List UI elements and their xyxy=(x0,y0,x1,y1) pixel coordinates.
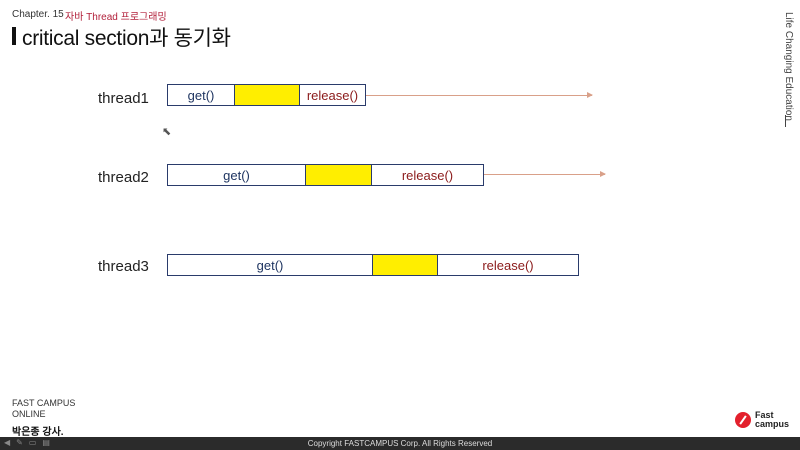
thread1-get: get() xyxy=(187,87,215,103)
thread2-get: get() xyxy=(223,167,250,183)
copyright-bar: Copyright FASTCAMPUS Corp. All Rights Re… xyxy=(0,437,800,450)
thread2-timeline: get() release() xyxy=(167,164,484,186)
title-marker xyxy=(12,27,16,45)
menu-icon[interactable]: ▤ xyxy=(42,438,56,447)
thread2-label: thread2 xyxy=(98,169,149,186)
instructor-name: 박은종 강사. xyxy=(12,427,64,438)
logo-line1: Fast xyxy=(755,410,774,420)
chapter-subtitle: 자바 Thread 프로그래밍 xyxy=(65,12,167,23)
thread2-arrow xyxy=(484,171,606,177)
thread3-label: thread3 xyxy=(98,258,149,275)
side-tagline-text: Life Changing Education xyxy=(783,12,794,121)
chapter-number: Chapter. 15 xyxy=(12,9,64,20)
player-toolbar[interactable]: ◀✎▭▤ xyxy=(4,438,56,447)
thread3-critical-section xyxy=(372,255,438,275)
mouse-cursor-icon: ⬉ xyxy=(162,126,172,138)
logo-line2: campus xyxy=(755,419,790,429)
thread3-timeline: get() release() xyxy=(167,254,579,276)
thread1-critical-section xyxy=(234,85,300,105)
thread1-release: release() xyxy=(306,87,359,103)
thread3-release: release() xyxy=(482,257,534,273)
thread1-label: thread1 xyxy=(98,90,149,107)
fastcampus-logo: Fast campus xyxy=(735,411,789,429)
screen-icon[interactable]: ▭ xyxy=(28,438,43,447)
side-tagline: Life Changing Education xyxy=(774,12,798,127)
fastcampus-logo-text: Fast campus xyxy=(755,411,789,429)
fastcampus-logo-icon xyxy=(735,412,751,428)
thread3-get: get() xyxy=(256,257,284,273)
thread2-release: release() xyxy=(401,167,454,183)
footer-org-line1: FAST CAMPUS xyxy=(12,398,76,408)
thread2-critical-section xyxy=(305,165,372,185)
side-divider xyxy=(785,115,786,127)
thread1-arrow xyxy=(366,92,593,98)
thread1-timeline: get() release() xyxy=(167,84,366,106)
footer-org-line2: ONLINE xyxy=(12,409,46,419)
slide-title: critical section과 동기화 xyxy=(22,27,231,50)
back-icon[interactable]: ◀ xyxy=(4,438,17,447)
pen-icon[interactable]: ✎ xyxy=(16,438,29,447)
footer-organization: FAST CAMPUS ONLINE xyxy=(12,398,75,420)
copyright-text: Copyright FASTCAMPUS Corp. All Rights Re… xyxy=(307,439,493,448)
